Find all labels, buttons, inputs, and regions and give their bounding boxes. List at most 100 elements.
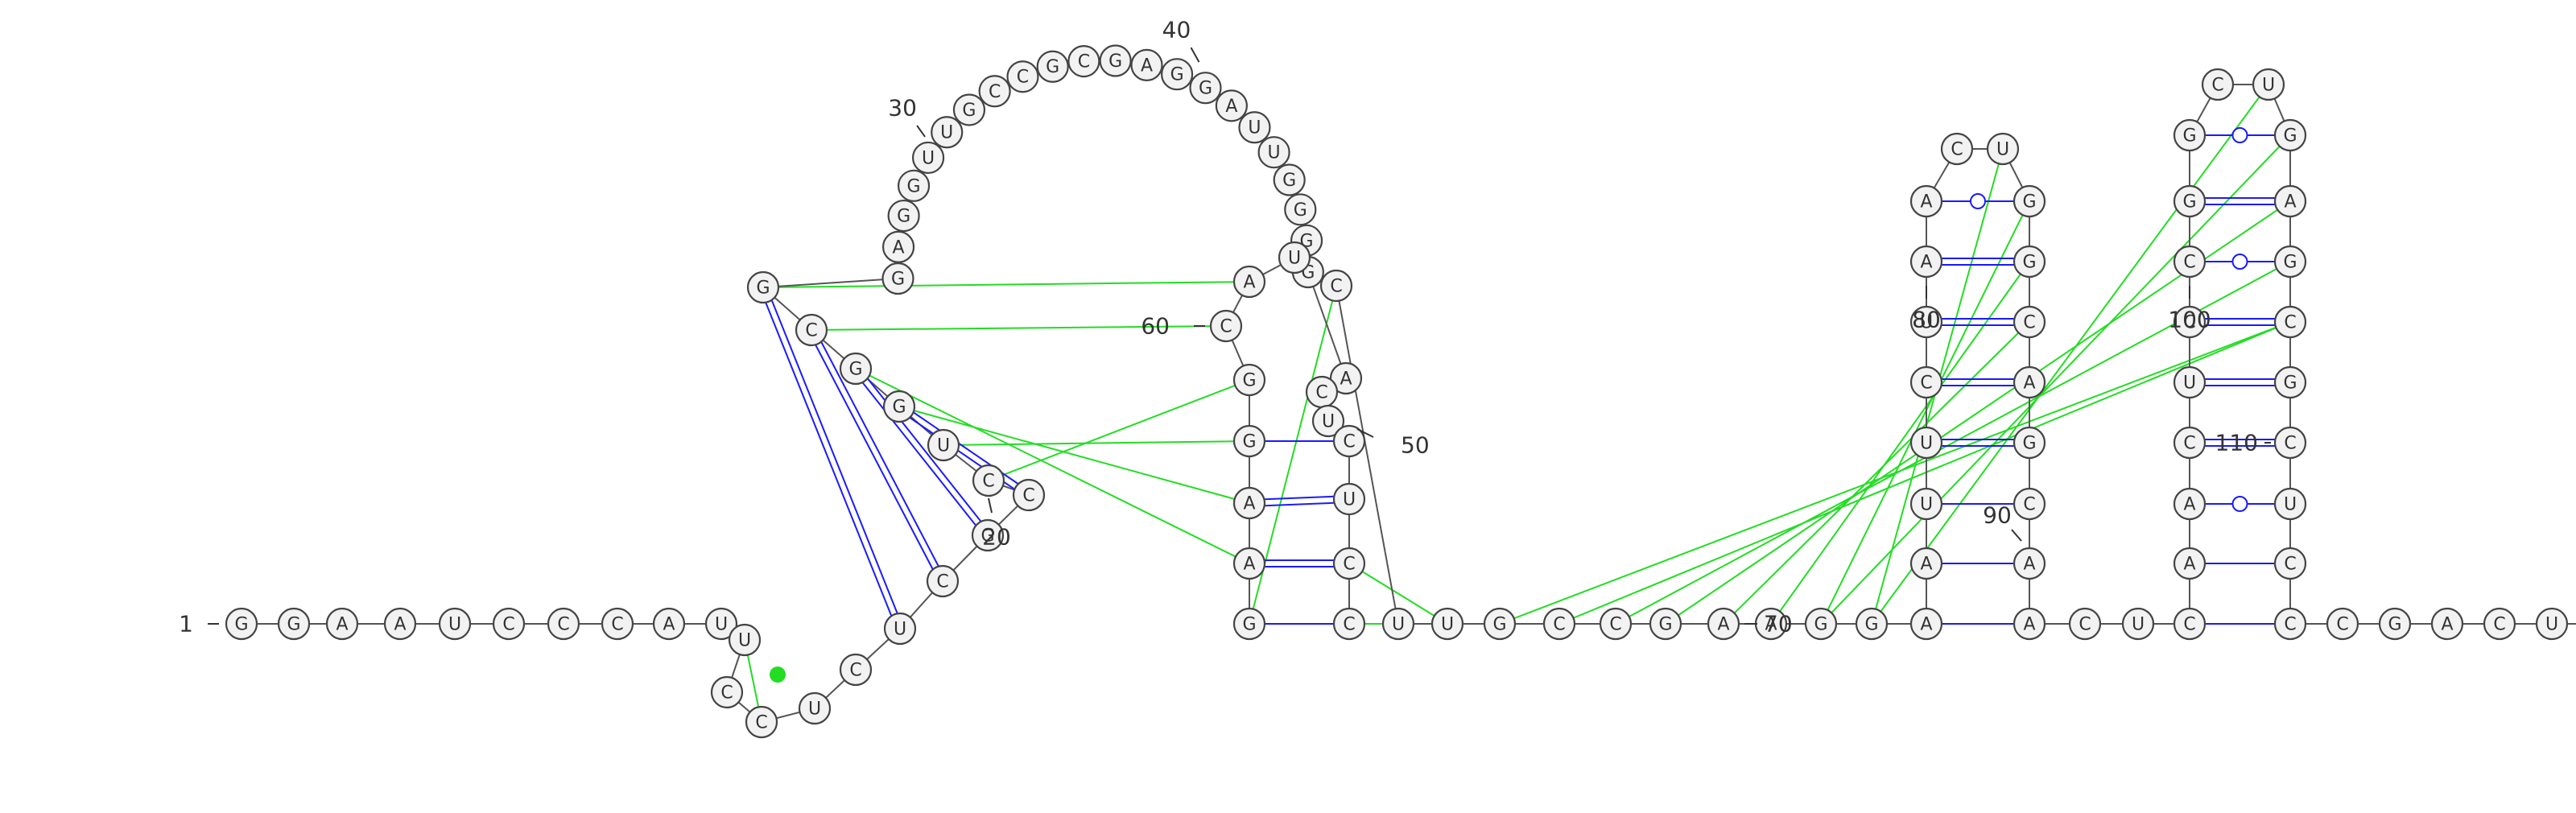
nucleotide-letter: A (1225, 97, 1237, 117)
gc-pair-line (1249, 501, 1350, 507)
nucleotide-letter: C (1315, 383, 1327, 403)
nucleotide: C (1305, 375, 1339, 409)
nucleotide-letter: G (756, 279, 770, 299)
nucleotide: A (2173, 547, 2207, 580)
nucleotide: C (2201, 68, 2235, 101)
nucleotide: C (926, 564, 960, 598)
nucleotide: A (1909, 607, 1943, 641)
nucleotide-letter: G (1242, 615, 1256, 635)
nucleotide-letter: C (2284, 434, 2296, 454)
nucleotide-letter: A (1141, 56, 1153, 76)
nucleotide-letter: A (1243, 273, 1255, 293)
nucleotide: G (2013, 245, 2046, 279)
nucleotide: G (1284, 193, 1317, 226)
nucleotide-letter: C (1609, 615, 1621, 635)
nucleotide-letter: U (922, 148, 935, 168)
nucleotide-letter: C (1078, 52, 1090, 72)
nucleotide-letter: G (2283, 253, 2297, 273)
nucleotide: C (1012, 478, 1046, 512)
tertiary-interaction (1249, 285, 1337, 625)
gu-pair-marker (2231, 127, 2248, 143)
gc-pair-line (807, 331, 941, 584)
tertiary-interaction (1871, 84, 2269, 625)
nucleotide: G (1804, 607, 1838, 641)
nucleotide-letter: U (1288, 249, 1301, 269)
nucleotide: C (1909, 365, 1943, 399)
nucleotide: C (795, 313, 828, 347)
tertiary-interaction (898, 406, 1250, 504)
gc-pair-line (813, 328, 947, 580)
gu-pair-marker (2231, 254, 2248, 270)
nucleotide: G (2273, 365, 2307, 399)
nucleotide-letter: U (894, 620, 906, 640)
nucleotide: U (704, 607, 738, 641)
gu-pair-marker (1970, 193, 1986, 209)
nucleotide: C (839, 653, 873, 687)
nucleotide-letter: G (2022, 434, 2036, 454)
nucleotide-letter: G (2182, 126, 2196, 147)
nucleotide-letter: C (1017, 68, 1029, 88)
tertiary-interaction (855, 368, 1250, 564)
nucleotide-letter: C (2211, 76, 2223, 96)
nucleotide: G (881, 262, 914, 295)
position-tick (916, 125, 926, 138)
nucleotide: A (1329, 361, 1363, 395)
nucleotide: A (2013, 365, 2046, 399)
nucleotide-letter: C (502, 615, 514, 635)
nucleotide: C (2013, 305, 2046, 339)
nucleotide: G (897, 169, 931, 202)
position-label: 50 (1401, 432, 1430, 459)
nucleotide-letter: A (1920, 192, 1932, 213)
nucleotide-letter: G (2283, 373, 2297, 394)
nucleotide: C (1209, 309, 1243, 343)
nucleotide: A (652, 607, 686, 641)
nucleotide-letter: G (2283, 126, 2297, 147)
nucleotide: G (2173, 118, 2207, 152)
tertiary-interaction (1558, 321, 2291, 625)
nucleotide: U (2173, 365, 2207, 399)
nucleotide: U (798, 691, 832, 725)
nucleotide-letter: U (1441, 615, 1454, 635)
gc-pair-line (900, 402, 1031, 493)
nucleotide: C (2173, 426, 2207, 460)
nucleotide-letter: U (2284, 495, 2297, 515)
nucleotide: C (1332, 547, 1366, 580)
nucleotide-letter: G (1294, 200, 1307, 221)
nucleotide: A (1232, 486, 1266, 520)
nucleotide: C (2273, 547, 2307, 580)
tertiary-interaction (762, 281, 1250, 288)
nucleotide-letter: U (1996, 140, 2009, 160)
nucleotide: G (2173, 184, 2207, 218)
gc-pair-line (857, 365, 991, 534)
nucleotide-letter: G (1492, 615, 1506, 635)
nucleotide: U (2535, 607, 2569, 641)
nucleotide-letter: G (2022, 192, 2036, 213)
nucleotide: U (931, 116, 964, 149)
nucleotide: U (927, 428, 960, 462)
gc-pair-line (759, 288, 898, 630)
nucleotide-letter: C (989, 82, 1001, 102)
nucleotide: G (839, 352, 873, 386)
nucleotide-letter: C (936, 572, 948, 592)
nucleotide-letter: U (2262, 76, 2275, 96)
nucleotide-letter: G (1046, 57, 1059, 77)
gc-pair-line (1249, 495, 1349, 501)
nucleotide-letter: G (2388, 615, 2401, 635)
nucleotide-letter: G (1108, 52, 1122, 72)
tertiary-dot (770, 666, 786, 683)
nucleotide: A (1909, 547, 1943, 580)
nucleotide: U (911, 141, 945, 175)
nucleotide-letter: A (893, 237, 905, 258)
nucleotide: A (1130, 48, 1163, 81)
nucleotide: G (1232, 607, 1266, 641)
position-tick (988, 497, 993, 514)
position-tick (1356, 428, 1374, 438)
nucleotide: C (2173, 305, 2207, 339)
nucleotide-letter: C (2183, 434, 2195, 454)
nucleotide: G (971, 518, 1005, 552)
nucleotide-letter: C (1553, 615, 1565, 635)
nucleotide: U (1311, 404, 1345, 438)
nucleotide-letter: A (2441, 615, 2453, 635)
nucleotide: U (1238, 111, 1271, 144)
